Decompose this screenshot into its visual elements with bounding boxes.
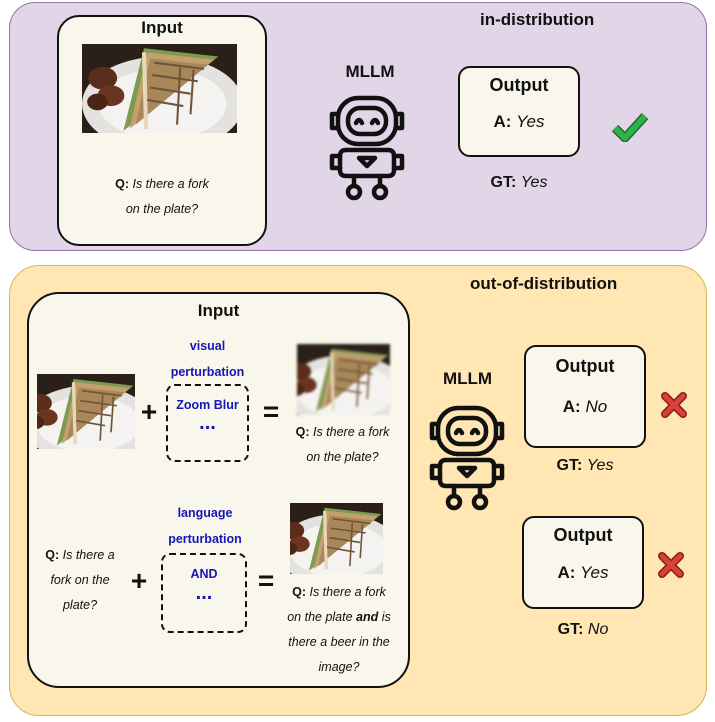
ground-truth-text: GT: Yes (556, 457, 614, 474)
output-card (458, 66, 580, 157)
out-of-distribution-label: out-of-distribution (470, 274, 618, 293)
perturbation-name: AND (190, 567, 218, 581)
cross-icon (661, 392, 687, 418)
robot-icon (429, 405, 505, 511)
food-image (290, 503, 383, 574)
combined-question-text: Q: Is there a fork on the plate and is t… (287, 585, 391, 674)
ground-truth-text: GT: No (557, 621, 609, 638)
ellipsis: ... (195, 582, 213, 604)
visual-perturbation-box (166, 384, 249, 462)
answer-text: A: Yes (493, 112, 545, 131)
check-icon (612, 112, 648, 142)
robot-icon (329, 95, 405, 201)
output-title: Output (489, 75, 549, 95)
question-text: Q: Is there a fork on the plate? (115, 177, 209, 216)
mllm-label: MLLM (442, 369, 493, 388)
cross-icon (658, 552, 684, 578)
output-card (524, 345, 646, 448)
equals-sign: = (262, 396, 280, 427)
food-image (37, 374, 135, 449)
perturbation-name: Zoom Blur (176, 398, 239, 412)
language-perturbation-box (161, 553, 247, 633)
language-perturbation-label: language perturbation (168, 506, 242, 546)
ood-input-title: Input (197, 301, 240, 320)
mllm-label: MLLM (345, 62, 395, 81)
blurred-food-image (297, 344, 390, 415)
ellipsis: ... (199, 412, 216, 434)
output-title: Output (555, 356, 615, 376)
in-distribution-label: in-distribution (480, 10, 595, 29)
plus-sign: + (140, 396, 158, 427)
output-title: Output (553, 525, 613, 545)
input-title: Input (141, 18, 183, 37)
equals-sign: = (257, 565, 275, 596)
original-question-text: Q: Is there a fork on the plate? (45, 548, 115, 612)
ground-truth-text: GT: Yes (490, 174, 548, 191)
answer-text: A: Yes (557, 563, 609, 582)
visual-question-text: Q: Is there a fork on the plate? (295, 425, 390, 464)
plus-sign: + (130, 565, 148, 596)
visual-perturbation-label: visual perturbation (170, 339, 245, 379)
food-image (82, 44, 237, 133)
output-card (522, 516, 644, 609)
answer-text: A: No (562, 397, 608, 416)
